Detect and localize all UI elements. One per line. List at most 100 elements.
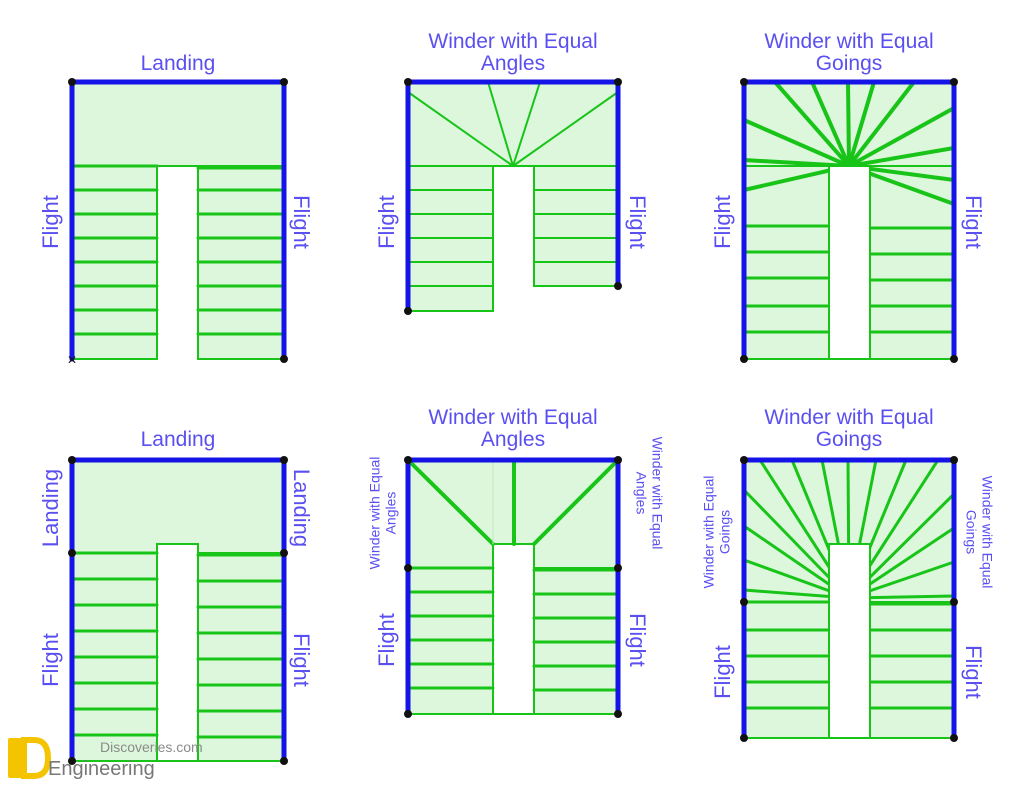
winder-tread xyxy=(810,80,851,168)
corner-node xyxy=(280,78,288,86)
side-label: Angles xyxy=(383,492,399,535)
watermark-line2: Engineering xyxy=(48,758,155,780)
side-label: Flight xyxy=(374,613,399,667)
panel-title: Angles xyxy=(481,52,545,75)
winder-tread xyxy=(742,118,851,168)
corner-node xyxy=(614,78,622,86)
winder-tread xyxy=(512,81,541,167)
winder-tread xyxy=(407,91,514,167)
right-flight xyxy=(533,165,619,287)
corner-node xyxy=(614,710,622,718)
winder-tread xyxy=(773,80,851,168)
corner-node xyxy=(68,78,76,86)
panel-title: Winder with Equal xyxy=(428,30,597,53)
corner-node xyxy=(950,734,958,742)
side-label: Flight xyxy=(38,633,63,687)
panel-title: Winder with Equal xyxy=(428,406,597,429)
corner-node xyxy=(950,456,958,464)
stair-well xyxy=(828,543,871,739)
winder-tread xyxy=(847,146,956,168)
corner-node xyxy=(950,78,958,86)
corner-node xyxy=(68,456,76,464)
corner-node xyxy=(404,710,412,718)
panel-title: Winder with Equal xyxy=(764,30,933,53)
stair-well xyxy=(492,543,535,715)
winder-tread xyxy=(846,80,851,168)
corner-node xyxy=(280,549,288,557)
winder-tread xyxy=(847,80,916,168)
side-label: Landing xyxy=(38,469,63,547)
side-label: Goings xyxy=(963,510,979,554)
side-label: Flight xyxy=(625,613,650,667)
corner-node xyxy=(950,355,958,363)
side-label: Winder with Equal xyxy=(649,437,665,550)
winder-tread xyxy=(512,91,619,167)
side-label: Winder with Equal xyxy=(367,457,383,570)
corner-node xyxy=(740,734,748,742)
panel-title: Goings xyxy=(816,428,883,451)
corner-node xyxy=(614,282,622,290)
corner-node xyxy=(68,549,76,557)
panel-title: Angles xyxy=(481,428,545,451)
corner-node xyxy=(404,456,412,464)
corner-node xyxy=(280,757,288,765)
landing-area xyxy=(71,459,285,554)
corner-node xyxy=(740,598,748,606)
winder-tread xyxy=(406,458,495,546)
side-label: Flight xyxy=(961,645,986,699)
winder-tread xyxy=(487,81,514,167)
corner-node xyxy=(614,456,622,464)
winder-tread xyxy=(847,106,956,168)
stair-well xyxy=(828,165,871,360)
panel-title: Goings xyxy=(816,52,883,75)
watermark-logo: Discoveries.com Engineering xyxy=(8,737,203,780)
stair-well xyxy=(156,543,199,762)
side-label: Winder with Equal xyxy=(979,476,995,589)
corner-node xyxy=(280,355,288,363)
corner-node xyxy=(740,78,748,86)
right-flight xyxy=(197,552,285,762)
side-label: Flight xyxy=(374,195,399,249)
corner-node xyxy=(404,564,412,572)
side-label: Landing xyxy=(289,469,314,547)
logo-bar-icon xyxy=(8,738,22,778)
side-label: Flight xyxy=(710,195,735,249)
side-label: Winder with Equal xyxy=(701,476,717,589)
left-flight xyxy=(743,165,830,360)
side-label: Flight xyxy=(625,195,650,249)
winder-tread xyxy=(847,80,876,168)
panel-title: Winder with Equal xyxy=(764,406,933,429)
logo-d-icon xyxy=(21,737,52,779)
winder-area xyxy=(407,81,619,167)
side-label: Flight xyxy=(289,633,314,687)
corner-node xyxy=(68,757,76,765)
left-flight xyxy=(743,601,830,739)
panel-title: Landing xyxy=(141,52,216,75)
corner-node xyxy=(740,456,748,464)
panel-title: Landing xyxy=(141,428,216,451)
landing-area xyxy=(71,81,285,167)
corner-node xyxy=(614,564,622,572)
corner-node xyxy=(404,307,412,315)
winder-tread xyxy=(532,458,620,546)
watermark-line1: Discoveries.com xyxy=(100,739,203,755)
side-label: Flight xyxy=(710,645,735,699)
corner-node xyxy=(740,355,748,363)
side-label: Flight xyxy=(289,195,314,249)
corner-node xyxy=(950,598,958,606)
start-mark-icon: ✕ xyxy=(67,353,77,367)
right-flight xyxy=(869,601,955,739)
corner-node xyxy=(280,456,288,464)
side-label: Flight xyxy=(961,195,986,249)
side-label: Goings xyxy=(717,510,733,554)
right-flight xyxy=(869,165,955,360)
side-label: Flight xyxy=(38,195,63,249)
corner-node xyxy=(404,78,412,86)
